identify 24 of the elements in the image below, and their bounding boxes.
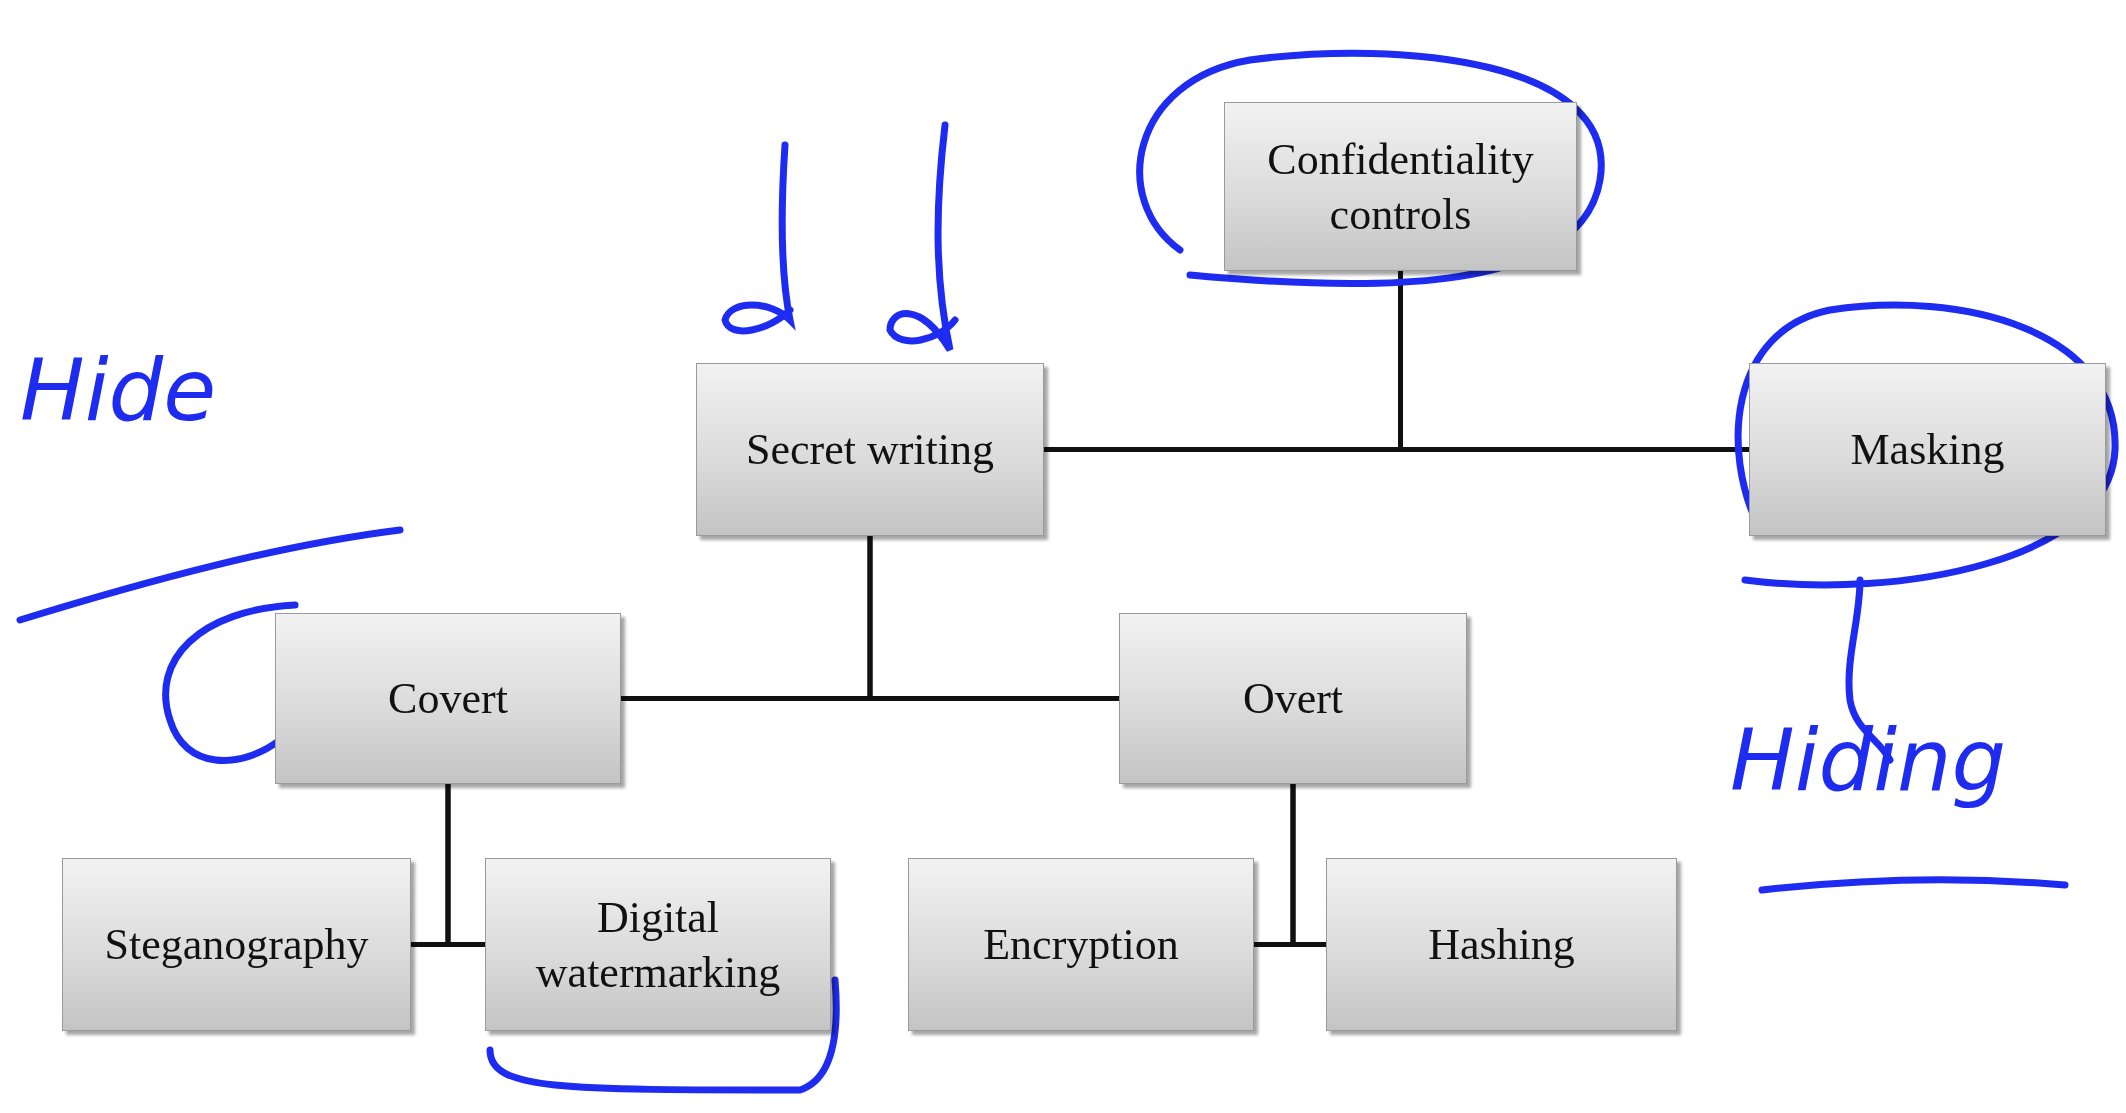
- process-box: [275, 613, 621, 784]
- node-label: Masking: [1850, 424, 2005, 476]
- handwritten-note: Hiding: [1730, 710, 2007, 810]
- node-label: Confidentiality controls: [1266, 133, 1535, 241]
- node-label: Steganography: [104, 919, 369, 971]
- process-box: [908, 858, 1254, 1031]
- process-box: [485, 858, 831, 1031]
- node-label: Encryption: [983, 919, 1179, 971]
- node-label: Hashing: [1428, 919, 1575, 971]
- node-label: Secret writing: [745, 424, 994, 476]
- connector-line: [867, 536, 1119, 701]
- process-box: [696, 363, 1044, 536]
- process-box: [1326, 858, 1677, 1031]
- connector-line: [445, 784, 485, 947]
- connector-line: [1398, 271, 1749, 452]
- process-box: [62, 858, 411, 1031]
- node-label: Overt: [1242, 673, 1344, 725]
- node-label: Digital watermarking: [534, 891, 782, 999]
- process-box: [1224, 102, 1577, 271]
- node-label: Covert: [388, 673, 508, 725]
- process-box: [1119, 613, 1467, 784]
- process-box: [1749, 363, 2106, 536]
- handwritten-note: Hide: [20, 340, 217, 440]
- connector-line: [1290, 784, 1326, 947]
